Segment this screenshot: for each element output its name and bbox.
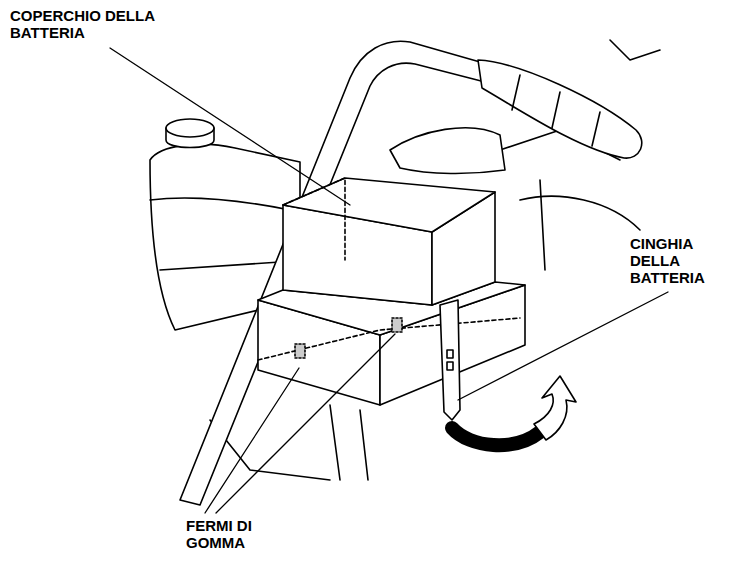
tank-cap-top	[166, 119, 214, 137]
handlebar-grip	[478, 60, 642, 158]
battery-cover	[258, 178, 525, 405]
cover-top	[283, 178, 495, 232]
part-label: COPERCHIO DELLA BATTERIA	[10, 8, 160, 42]
tank-edge	[160, 262, 280, 270]
battery-strap	[440, 300, 576, 445]
strap-slot	[447, 350, 453, 358]
frame-line	[540, 180, 545, 270]
frame-line	[520, 196, 640, 230]
rubber-stop	[295, 344, 305, 358]
motion-arrow	[534, 376, 576, 440]
frame-strut	[330, 405, 368, 480]
part-label: FERMI DI GOMMA	[186, 518, 268, 552]
leader-line	[110, 48, 350, 205]
frame-line	[610, 40, 660, 60]
grip-ridge	[512, 75, 600, 146]
lever-housing	[390, 128, 505, 174]
strap-slot	[447, 362, 453, 370]
leader-line	[205, 368, 299, 513]
part-label: CINGHIA DELLA BATTERIA	[630, 236, 718, 286]
rubber-stop	[392, 318, 402, 332]
leader-lines	[110, 48, 668, 513]
tank-edge	[150, 198, 290, 210]
leader-line	[216, 334, 395, 513]
hidden-edge	[258, 178, 520, 360]
handlebar	[180, 41, 642, 505]
strap-tab	[440, 300, 460, 420]
leader-line	[458, 292, 668, 400]
strap-band	[452, 428, 540, 445]
